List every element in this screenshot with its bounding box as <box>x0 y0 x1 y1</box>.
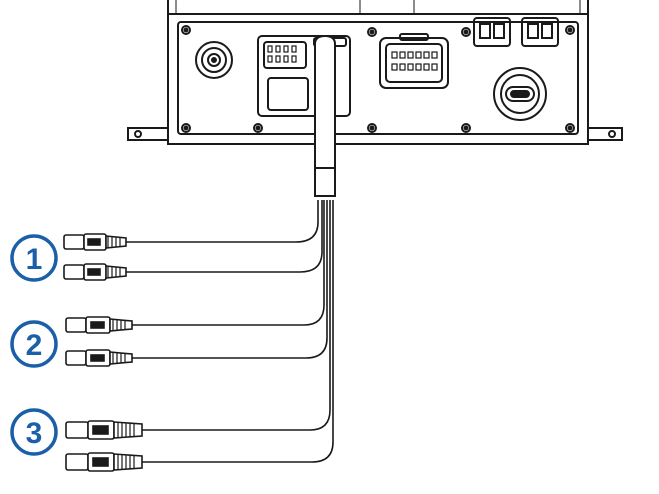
screw-icon <box>181 25 575 133</box>
device-face <box>177 21 579 135</box>
rca-plug-icon <box>65 349 133 367</box>
round-port-icon <box>195 41 233 79</box>
branch-wires <box>126 200 334 463</box>
wire <box>142 200 331 431</box>
callout-1: 1 <box>10 234 58 282</box>
rca-plug-icon <box>65 420 143 440</box>
callout-label: 2 <box>26 329 43 362</box>
rca-plug-icon <box>63 233 127 251</box>
rca-plug-icon <box>63 263 127 281</box>
callout-label: 3 <box>26 417 43 450</box>
pin-port-icon <box>379 33 449 89</box>
main-cable <box>314 34 336 197</box>
usb-port-icon <box>493 67 547 121</box>
rca-plug-icon <box>65 452 143 472</box>
rca-plugs <box>63 233 143 472</box>
wire <box>126 200 323 273</box>
device-body <box>167 13 589 145</box>
wire <box>132 200 325 326</box>
wire <box>142 200 334 463</box>
top-clip-icon <box>473 17 559 47</box>
callout-2: 2 <box>10 320 58 368</box>
wire <box>132 200 328 359</box>
flange-hole-icon <box>134 130 142 138</box>
flange-hole-icon <box>608 130 616 138</box>
callout-label: 1 <box>26 243 43 276</box>
rca-plug-icon <box>65 316 133 334</box>
amplifier-unit <box>127 0 623 145</box>
callout-3: 3 <box>10 408 58 456</box>
wire <box>126 200 319 243</box>
